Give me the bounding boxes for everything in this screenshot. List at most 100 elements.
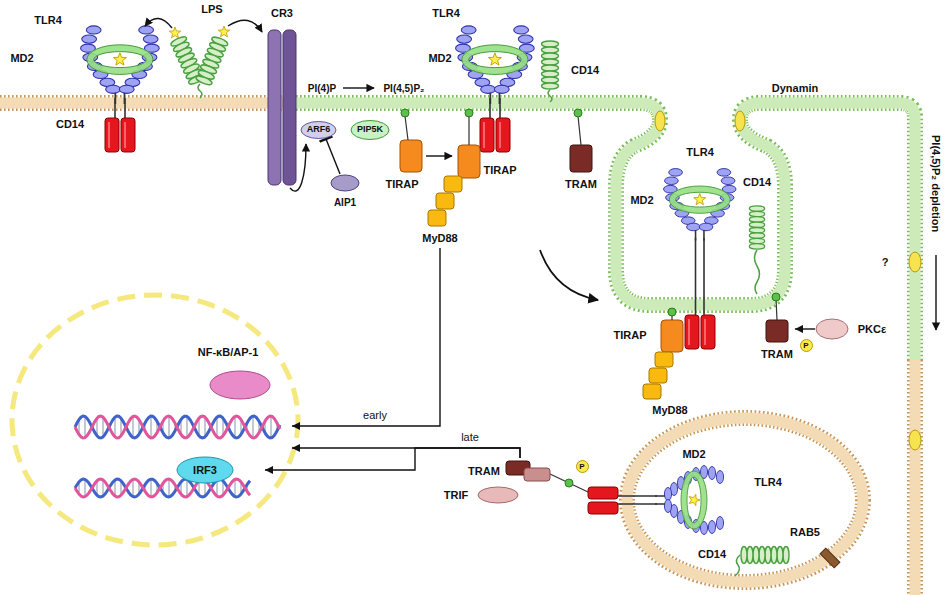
tlr4-complex	[655, 466, 724, 535]
node-shape	[70, 338, 292, 454]
adaptor-box: TRAM	[760, 316, 795, 362]
protein-shape	[331, 175, 359, 191]
dynamin-ring	[655, 111, 665, 131]
tlr4-complex	[664, 169, 736, 241]
cd14-coil	[735, 555, 740, 576]
rab5-marker	[820, 548, 840, 568]
cr3-receptor	[268, 30, 296, 185]
plasma-membrane	[910, 360, 921, 595]
tlr4-complex	[618, 496, 657, 504]
node-text: IRF3	[193, 464, 217, 476]
pip2-anchor	[465, 109, 473, 117]
cr3-receptor	[268, 30, 281, 185]
endosome-membrane	[627, 418, 863, 582]
cd14-coil	[170, 35, 789, 576]
dna-strand	[75, 416, 280, 438]
molecule-label: MD2	[630, 194, 653, 206]
molecule-label: CR3	[271, 7, 293, 19]
tlr4-complex	[456, 26, 535, 104]
cd14-coil	[741, 547, 789, 564]
transfer-arrow	[145, 18, 936, 330]
adaptor-protein	[655, 352, 673, 367]
transcription-factor: NF-κB/AP-1	[70, 338, 292, 454]
tlr4-complex	[655, 466, 724, 535]
tlr4-complex	[81, 26, 160, 104]
pip2-anchor	[401, 109, 780, 487]
adaptor-protein	[400, 140, 683, 399]
endosome-membrane	[627, 418, 863, 582]
cd14-coil	[741, 547, 789, 564]
adaptor-ellipse: TRIF	[440, 486, 520, 504]
transfer-arrow	[145, 18, 172, 28]
molecule-label: RAB5	[790, 526, 820, 538]
molecule-label: TLR4	[432, 7, 460, 19]
molecule-label: LPS	[201, 3, 222, 15]
dna-strand	[75, 479, 250, 497]
pip2-anchor	[668, 308, 676, 316]
lps-molecule	[169, 27, 180, 38]
signal-arrow	[795, 328, 815, 329]
cd14-coil	[755, 250, 760, 294]
tlr4-complex	[696, 238, 705, 315]
pip2-anchor	[401, 109, 780, 492]
tlr4-complex	[81, 26, 736, 535]
pip2-anchor	[772, 293, 780, 301]
transfer-arrow	[935, 255, 936, 330]
plasma-membrane	[0, 95, 292, 111]
endosome-membrane	[627, 418, 863, 582]
transfer-arrow	[540, 250, 598, 300]
molecule-label: CD14	[698, 548, 726, 560]
pip2-anchor	[565, 479, 573, 487]
tlr4-complex	[490, 98, 500, 118]
tlr4-complex	[115, 98, 125, 118]
protein-shape	[816, 319, 848, 339]
signal-arrow	[292, 448, 520, 458]
tlr4-complex	[456, 26, 535, 104]
signal-arrow	[326, 139, 340, 174]
transcription-factor: IRF3	[70, 456, 265, 500]
pip2-anchor	[574, 109, 582, 117]
node-text: TRIF	[444, 489, 468, 501]
lps-molecule	[169, 26, 229, 38]
molecule-label: CD14	[571, 64, 599, 76]
molecule-label: MD2	[682, 448, 705, 460]
process-note: PI(4,5)P₂ depletion	[930, 135, 942, 232]
plasma-membrane	[0, 103, 915, 595]
tlr4-complex	[664, 169, 736, 241]
cd14-coil	[542, 41, 559, 89]
molecule-label: Dynamin	[772, 82, 818, 94]
protein-shape	[478, 487, 518, 503]
transfer-arrow	[228, 20, 262, 32]
adaptor-protein	[570, 145, 592, 172]
edge-label: early	[361, 409, 389, 421]
adaptor-box: TRAM	[466, 458, 566, 484]
cd14-coil	[195, 35, 229, 86]
nucleus-envelope	[12, 295, 298, 545]
tlr4-complex	[685, 315, 715, 349]
adaptor-protein	[661, 320, 683, 352]
protein-shape	[428, 210, 446, 226]
adaptor-protein	[458, 145, 480, 178]
adaptor-protein	[400, 140, 422, 172]
cd14-coil	[749, 206, 764, 249]
protein-shape	[177, 457, 233, 483]
cd14-coil	[542, 41, 559, 89]
edge-label: late	[459, 431, 481, 443]
protein-ellipse: AIP1	[324, 174, 366, 214]
dynamin-ring	[735, 111, 745, 131]
dna-strand	[75, 416, 280, 438]
molecule-label: MyD88	[652, 404, 687, 416]
node-text: PKCε	[858, 323, 886, 335]
protein-shape	[210, 371, 270, 399]
molecule-label: TRAM	[565, 178, 597, 190]
dynamin-ring	[909, 252, 921, 272]
node-shape	[70, 456, 265, 500]
plasma-membrane	[0, 98, 292, 109]
transfer-arrow	[426, 155, 452, 156]
adaptor-stack: MyD88	[418, 176, 462, 248]
tlr4-complex	[588, 487, 618, 499]
node-text: NF-κB/AP-1	[198, 346, 259, 358]
protein-shape	[351, 121, 389, 140]
node-text: PIP5K	[357, 125, 383, 135]
protein-shape	[444, 176, 462, 192]
